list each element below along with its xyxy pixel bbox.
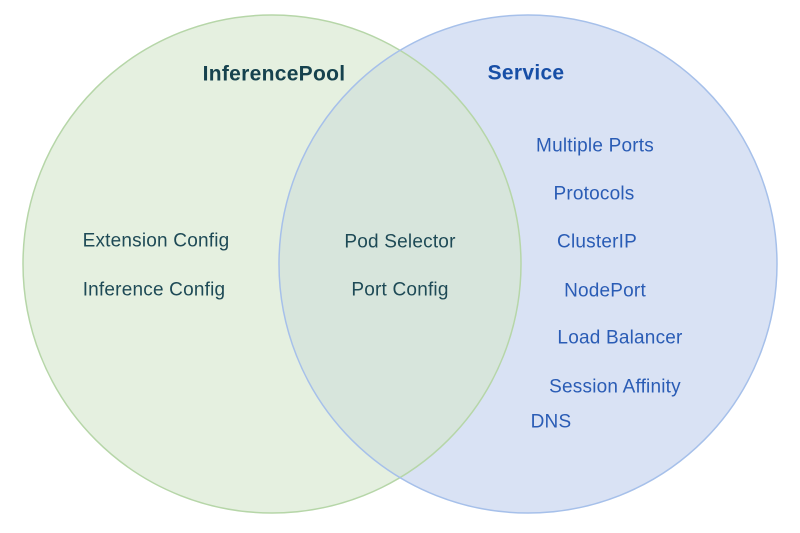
right-item-dns: DNS (530, 411, 572, 433)
right-item-protocols: Protocols (553, 183, 635, 205)
left-item-extension-config: Extension Config (82, 230, 230, 252)
overlap-fill (278, 50, 522, 478)
right-item-multiple-ports: Multiple Ports (536, 135, 654, 157)
right-circle-border (278, 14, 778, 514)
left-circle-title: InferencePool (202, 62, 346, 86)
left-item-inference-config: Inference Config (82, 279, 226, 301)
overlap-item-port-config: Port Config (351, 279, 449, 301)
right-item-clusterip: ClusterIP (557, 231, 637, 253)
right-circle-title: Service (487, 61, 565, 85)
right-item-session-affinity: Session Affinity (549, 376, 681, 398)
overlap-item-pod-selector: Pod Selector (344, 231, 456, 253)
right-item-nodeport: NodePort (564, 280, 646, 302)
right-item-load-balancer: Load Balancer (557, 327, 683, 349)
left-circle-border (22, 14, 522, 514)
